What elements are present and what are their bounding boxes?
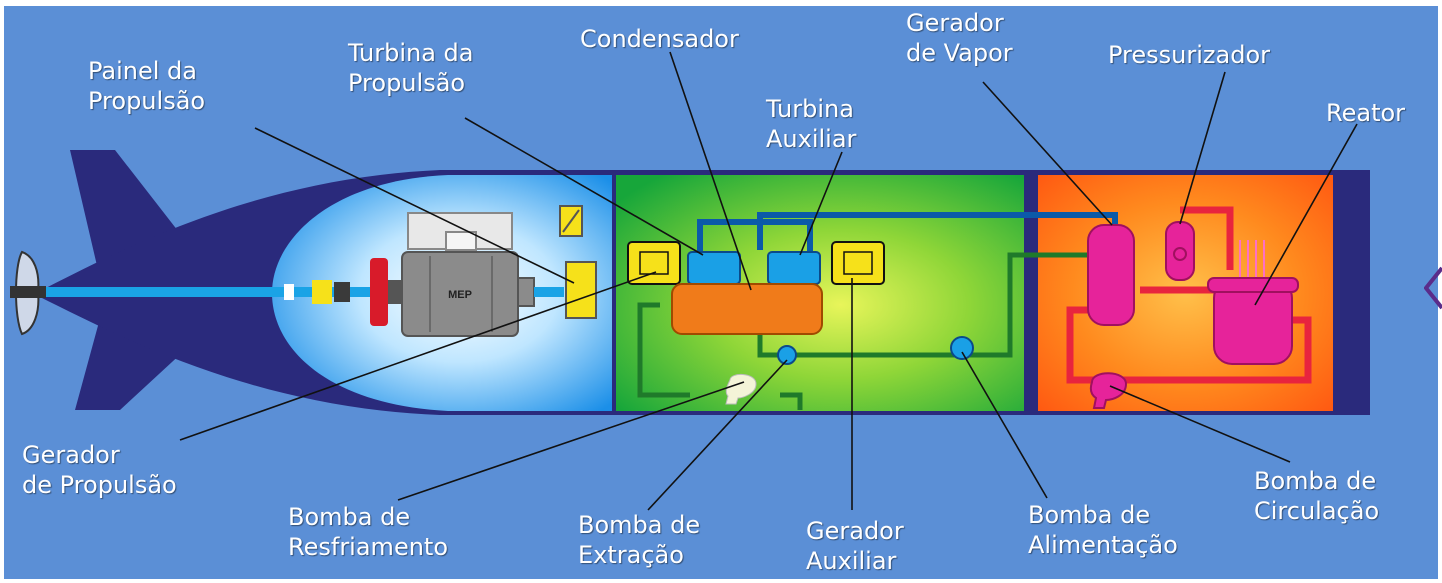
- shaft-coupling: [284, 284, 294, 300]
- label-line: Propulsão: [348, 69, 466, 97]
- label-line: Bomba de: [288, 503, 411, 531]
- label-line: Bomba de: [1028, 501, 1151, 529]
- label-line: de Vapor: [906, 39, 1013, 67]
- label-line: Turbina: [766, 95, 854, 123]
- label-line: Alimentação: [1028, 531, 1178, 559]
- reactor-head: [1207, 277, 1299, 293]
- label-line: Auxiliar: [766, 125, 857, 153]
- label-line: Gerador: [806, 517, 904, 545]
- label-line: Bomba de: [1254, 467, 1377, 495]
- label-turbina-auxiliar: Turbina Auxiliar: [766, 94, 856, 154]
- flywheel: [370, 258, 388, 326]
- cooling-pump: [725, 374, 757, 405]
- label-line: Propulsão: [88, 87, 206, 115]
- label-line: Bomba de: [578, 511, 701, 539]
- label-gerador-auxiliar: Gerador Auxiliar: [806, 516, 904, 576]
- pressurizer: [1165, 221, 1195, 281]
- label-bomba-de-alimentacao: Bomba de Alimentação: [1028, 500, 1178, 560]
- propeller-hub: [10, 286, 46, 298]
- label-pressurizador: Pressurizador: [1108, 40, 1270, 70]
- label-bomba-de-extracao: Bomba de Extração: [578, 510, 700, 570]
- label-line: Resfriamento: [288, 533, 449, 561]
- propulsion-shaft: [46, 287, 376, 297]
- label-line: Turbina da: [348, 39, 474, 67]
- motor-top-box: [445, 231, 477, 251]
- auxiliary-generator-inner: [843, 251, 873, 275]
- motor-output: [534, 287, 564, 297]
- label-bomba-de-circulacao: Bomba de Circulação: [1254, 466, 1379, 526]
- shaft-bearing-2: [334, 282, 350, 302]
- label-line: Gerador: [22, 441, 120, 469]
- label-line: Painel da: [88, 57, 197, 85]
- turbine-generator-inner: [639, 251, 669, 275]
- label-painel-da-propulsao: Painel da Propulsão: [88, 56, 205, 116]
- label-line: Extração: [578, 541, 684, 569]
- flywheel-hub: [388, 280, 402, 304]
- propulsion-turbine: [687, 251, 741, 285]
- extraction-pump: [777, 345, 797, 365]
- label-line: Circulação: [1254, 497, 1380, 525]
- feed-water-lines: [637, 252, 1095, 410]
- label-bomba-de-resfriamento: Bomba de Resfriamento: [288, 502, 448, 562]
- label-line: Condensador: [580, 25, 739, 53]
- panel-symbol: [562, 209, 580, 233]
- label-line: Reator: [1326, 99, 1406, 127]
- previous-slide-arrow-icon[interactable]: [1424, 266, 1442, 310]
- label-line: Gerador: [906, 9, 1004, 37]
- motor-shaft-end: [517, 277, 535, 307]
- label-gerador-de-vapor: Gerador de Vapor: [906, 8, 1013, 68]
- motor-label: MEP: [448, 289, 472, 301]
- feed-pump: [950, 336, 974, 360]
- label-line: de Propulsão: [22, 471, 177, 499]
- label-gerador-de-propulsao: Gerador de Propulsão: [22, 440, 177, 500]
- propulsion-generator: [565, 261, 597, 319]
- steam-generator: [1087, 224, 1135, 326]
- label-line: Pressurizador: [1108, 41, 1270, 69]
- pressurizer-gauge: [1173, 247, 1187, 261]
- label-condensador: Condensador: [580, 24, 739, 54]
- label-turbina-da-propulsao: Turbina da Propulsão: [348, 38, 473, 98]
- shaft-bearing: [312, 280, 332, 304]
- condenser: [671, 283, 823, 335]
- label-reator: Reator: [1326, 98, 1405, 128]
- auxiliary-turbine: [767, 251, 821, 285]
- circulation-pump: [1089, 372, 1128, 409]
- label-line: Auxiliar: [806, 547, 897, 575]
- leader-lines: [179, 51, 1358, 511]
